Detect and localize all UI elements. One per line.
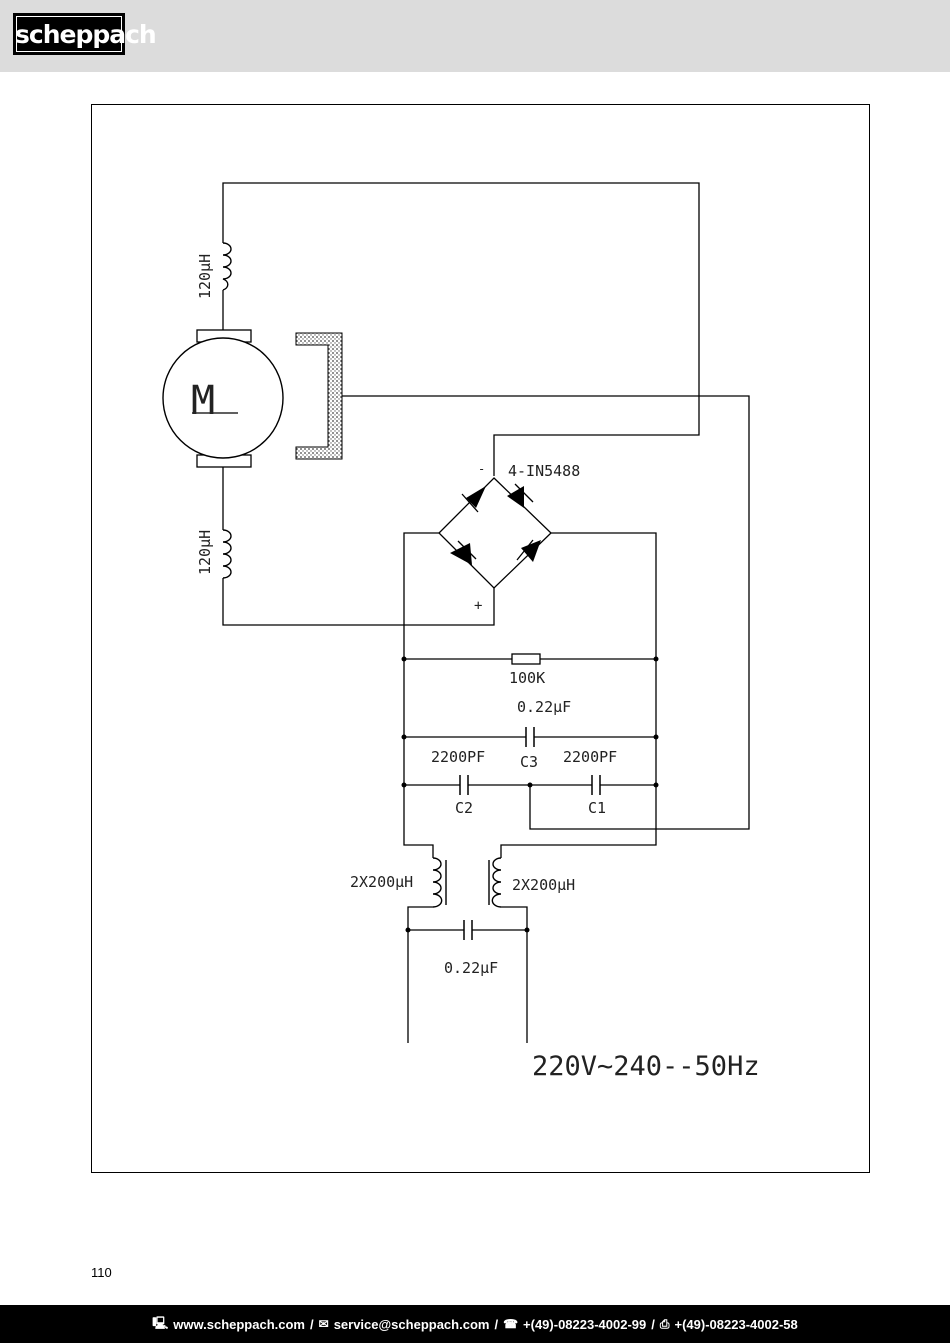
wires [222,182,750,1043]
lower-coil [222,529,232,579]
separator: / [651,1316,655,1332]
mail-icon: ✉ [318,1317,329,1331]
footer-web-link[interactable]: www.scheppach.com [173,1316,305,1332]
cap-input-label: 0.22μF [444,959,498,977]
separator: / [494,1316,499,1332]
upper-coil [222,242,232,291]
resistor-label: 100K [509,669,545,687]
brush-bracket [295,332,343,460]
capacitor-c2 [459,775,469,795]
cap-c2-value: 2200PF [431,748,485,766]
coil-bottom-label: 120μH [196,530,214,575]
header-band [0,0,950,72]
diagram-frame [91,104,870,1173]
motor-label: M [191,378,215,424]
cap-c1-name: C1 [588,799,606,817]
fax-icon: ⎙ [659,1316,670,1331]
cap-c1-value: 2200PF [563,748,617,766]
phone-icon: ☎ [503,1317,519,1331]
page-number: 110 [91,1265,112,1280]
junction-dots [401,656,659,933]
capacitor-c3 [525,727,535,747]
cap-c3-value: 0.22μF [517,698,571,716]
supply-label: 220V~240--50Hz [532,1051,760,1082]
bridge-plus-label: + [474,598,482,614]
bridge-minus-label: - [478,462,485,476]
bridge-label: 4-IN5488 [508,462,580,480]
capacitor-c1 [591,775,601,795]
choke-right-label: 2X200μH [512,876,575,894]
capacitor-input [463,920,473,940]
footer-bar: 🖳 www.scheppach.com / ✉ service@scheppac… [0,1305,950,1343]
common-mode-choke [432,857,502,908]
separator: / [310,1316,314,1332]
footer-email-link[interactable]: service@scheppach.com [333,1316,490,1332]
coil-top-label: 120μH [196,254,214,299]
motor-symbol [162,329,284,468]
choke-left-label: 2X200μH [350,873,413,891]
cap-c3-name: C3 [520,753,538,771]
resistor-100k [511,653,541,665]
computer-icon: 🖳 [152,1315,169,1330]
footer-phone: +(49)-08223-4002-99 [523,1316,647,1332]
cap-c2-name: C2 [455,799,473,817]
bridge-rectifier [438,477,552,589]
footer-fax: +(49)-08223-4002-58 [674,1316,798,1332]
